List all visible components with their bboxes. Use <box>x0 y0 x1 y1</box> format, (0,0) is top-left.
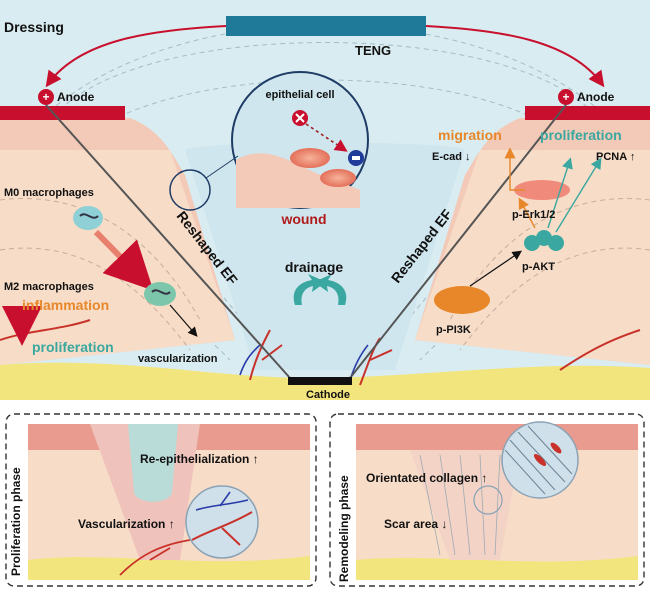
cathode-bar <box>288 377 352 385</box>
anode-right-bar <box>525 106 650 120</box>
teng-label: TENG <box>355 43 391 58</box>
scar-area-label: Scar area ↓ <box>384 517 447 531</box>
ecad-label: E-cad ↓ <box>432 151 471 163</box>
wound-label: wound <box>280 211 326 227</box>
plus-left-label: + <box>42 90 49 104</box>
zoom-source-circle <box>169 169 211 211</box>
prolif-reepithelial <box>128 424 178 502</box>
perk-label: p-Erk1/2 <box>512 209 555 221</box>
fibroblast-icon-2 <box>550 442 562 454</box>
pakt-icon-1 <box>524 235 540 251</box>
blood-vessels <box>0 319 641 386</box>
m2-nucleus <box>151 289 171 295</box>
m0-label: M0 macrophages <box>4 187 94 199</box>
drainage-label: drainage <box>285 259 344 275</box>
m0-nucleus <box>79 213 99 219</box>
epithelial-cell-2 <box>320 169 356 187</box>
remod-epidermis <box>356 424 638 450</box>
remod-zoom-source <box>473 485 503 515</box>
ppi3k-icon <box>434 286 490 314</box>
proliferation-left-label: proliferation <box>32 339 114 355</box>
zoom-line <box>205 155 239 179</box>
vascularization-label: vascularization <box>138 353 218 365</box>
m2-macrophage-icon <box>144 282 176 306</box>
migration-label: migration <box>438 127 502 143</box>
magnifier-skin <box>236 153 360 208</box>
pakt-label: p-AKT <box>522 261 555 273</box>
prolif-fat <box>28 556 310 580</box>
ppi3k-label: p-PI3K <box>436 324 471 336</box>
remod-fat <box>356 556 638 580</box>
orientated-collagen-label: Orientated collagen ↑ <box>366 471 487 485</box>
m2-label: M2 macrophages <box>4 281 94 293</box>
pakt-icon-2 <box>536 230 552 246</box>
arc-left <box>45 25 227 88</box>
pi3k-to-akt-arrow <box>469 250 522 287</box>
m0-macrophage-icon <box>73 206 103 230</box>
anode-left-label: Anode <box>57 90 95 104</box>
plus-right-label: + <box>562 90 569 104</box>
cross-mark <box>295 113 305 123</box>
anode-left-bar <box>0 106 125 120</box>
pakt-icon-3 <box>548 235 564 251</box>
proliferation-panel: Proliferation phase Re-epithelialization… <box>5 413 317 587</box>
vascularization-arrow <box>169 304 198 337</box>
proliferation-phase-label: Proliferation phase <box>9 467 23 576</box>
minus-mark <box>352 156 360 160</box>
perk-icon <box>514 180 570 200</box>
proliferation-right-label: proliferation <box>540 127 622 143</box>
dressing-label: Dressing <box>4 19 64 35</box>
panel-vascularization-label: Vascularization ↑ <box>78 517 175 531</box>
remod-mag-collagen <box>504 425 573 495</box>
collagen-lines <box>419 454 501 556</box>
inflammation-label: inflammation <box>22 297 109 313</box>
epithelial-cell-1 <box>290 148 330 168</box>
akt-to-erk-arrow <box>518 197 536 229</box>
prolif-magnifier <box>185 485 259 559</box>
prolif-mag-veins <box>195 491 249 511</box>
reepithelialization-label: Re-epithelialization ↑ <box>140 452 259 466</box>
pcna-label: PCNA ↑ <box>596 151 635 163</box>
wire-right <box>349 104 567 379</box>
drainage-arrow-right <box>314 274 347 305</box>
cathode-label: Cathode <box>306 389 350 401</box>
prolif-vessels <box>119 539 191 576</box>
remodeling-phase-label: Remodeling phase <box>337 475 351 582</box>
teng-device <box>226 16 426 36</box>
anode-right-label: Anode <box>577 90 615 104</box>
epithelial-cell-label: epithelial cell <box>265 89 334 101</box>
erk-migration-arrow <box>504 147 525 191</box>
remodeling-panel: Remodeling phase Orientated collagen ↑ S… <box>329 413 645 587</box>
fibroblast-icon-1 <box>533 453 547 467</box>
plus-icon-left <box>38 89 54 105</box>
arc-right <box>425 25 605 88</box>
plus-icon-right <box>558 89 574 105</box>
akt-proliferation-arrow <box>547 157 573 229</box>
prolif-mag-vessels <box>191 511 253 546</box>
akt-pcna-arrow <box>555 157 602 233</box>
migration-dashed-arrow <box>305 123 348 152</box>
wire-left <box>45 104 291 379</box>
m0-to-m2-arrow <box>93 229 154 291</box>
